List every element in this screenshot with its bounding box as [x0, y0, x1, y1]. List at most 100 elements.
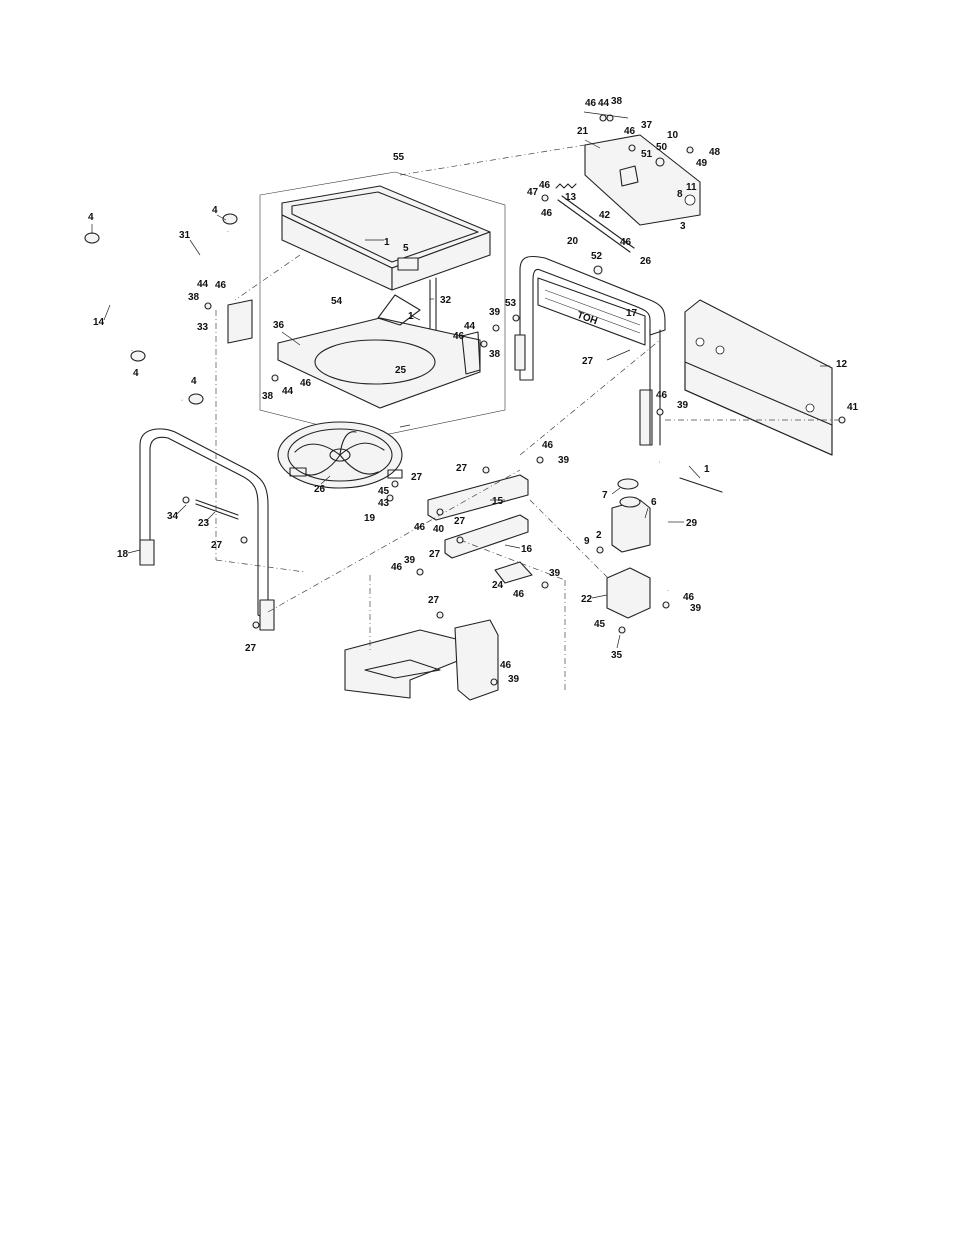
callout-44: 44 — [282, 386, 294, 397]
callout-39: 39 — [549, 568, 561, 579]
callout-15: 15 — [492, 496, 504, 507]
callout-46: 46 — [624, 126, 636, 137]
callout-18: 18 — [117, 549, 129, 560]
callout-39: 39 — [489, 307, 501, 318]
callout-4: 4 — [133, 368, 139, 379]
callout-22: 22 — [581, 594, 593, 605]
callout-39: 39 — [404, 555, 416, 566]
callout-33: 33 — [197, 322, 209, 333]
callout-46: 46 — [500, 660, 512, 671]
callout-45: 45 — [594, 619, 606, 630]
callout-46: 46 — [513, 589, 525, 600]
left-frame — [139, 428, 275, 631]
fan-shroud-plate — [277, 294, 481, 409]
callout-46: 46 — [414, 522, 426, 533]
radiator-core — [281, 185, 491, 336]
spring — [555, 183, 577, 189]
callout-4: 4 — [191, 376, 197, 387]
callout-27: 27 — [428, 595, 440, 606]
callout-47: 47 — [527, 187, 539, 198]
callout-45: 45 — [378, 486, 390, 497]
callout-38: 38 — [489, 349, 501, 360]
callout-12: 12 — [836, 359, 848, 370]
callout-27: 27 — [454, 516, 466, 527]
callout-14: 14 — [93, 317, 105, 328]
callout-27: 27 — [582, 356, 594, 367]
tie-rod — [195, 499, 239, 520]
callout-40: 40 — [433, 524, 445, 535]
callout-46: 46 — [300, 378, 312, 389]
callout-27: 27 — [411, 472, 423, 483]
callout-24: 24 — [492, 580, 504, 591]
callout-21: 21 — [577, 126, 589, 137]
callout-6: 6 — [651, 497, 657, 508]
leader-lines — [91, 111, 830, 649]
callout-4: 4 — [212, 205, 218, 216]
bracket-24 — [494, 561, 533, 584]
support-bracket-16 — [444, 514, 529, 559]
callout-labels: 46 44 38 37 21 46 10 50 51 48 49 47 46 1… — [88, 96, 859, 685]
cooling-fan — [277, 421, 403, 489]
callout-52: 52 — [591, 251, 603, 262]
hardware — [182, 114, 846, 686]
callout-1: 1 — [384, 237, 390, 248]
callout-17: 17 — [626, 308, 638, 319]
callout-46: 46 — [541, 208, 553, 219]
callout-46: 46 — [585, 98, 597, 109]
callout-19: 19 — [364, 513, 376, 524]
control-rod — [557, 195, 635, 253]
callout-36: 36 — [273, 320, 285, 331]
assembly-lines — [215, 144, 845, 690]
callout-2: 2 — [596, 530, 602, 541]
callout-38: 38 — [611, 96, 623, 107]
overflow-hose — [659, 460, 670, 591]
callout-51: 51 — [641, 149, 653, 160]
callout-46: 46 — [620, 237, 632, 248]
callout-27: 27 — [456, 463, 468, 474]
callout-7: 7 — [602, 490, 608, 501]
callout-46: 46 — [542, 440, 554, 451]
panel-lettering: TOH — [575, 310, 598, 327]
side-panel — [684, 299, 833, 456]
radiator-assembly-box — [259, 171, 506, 439]
callout-8: 8 — [677, 189, 683, 200]
callout-23: 23 — [198, 518, 210, 529]
callout-13: 13 — [565, 192, 577, 203]
callout-11: 11 — [686, 182, 697, 193]
callout-53: 53 — [505, 298, 517, 309]
callout-55: 55 — [393, 152, 405, 163]
callout-32: 32 — [440, 295, 452, 306]
callout-20: 20 — [567, 236, 579, 247]
lower-radiator-hose — [83, 241, 136, 351]
callout-43: 43 — [378, 498, 390, 509]
support-bracket-15 — [427, 474, 529, 521]
callout-44: 44 — [598, 98, 610, 109]
callout-25: 25 — [395, 365, 407, 376]
callout-54: 54 — [331, 296, 343, 307]
callout-29: 29 — [686, 518, 698, 529]
hose-bracket — [227, 299, 253, 344]
callout-46: 46 — [656, 390, 668, 401]
callout-44: 44 — [197, 279, 209, 290]
callout-50: 50 — [656, 142, 668, 153]
callout-48: 48 — [709, 147, 721, 158]
reservoir-bracket — [606, 567, 651, 619]
hose-clamps — [84, 213, 238, 405]
callout-4: 4 — [88, 212, 94, 223]
top-mount-plate — [584, 134, 701, 226]
base-mount — [344, 619, 499, 701]
callout-44: 44 — [464, 321, 476, 332]
callout-46: 46 — [539, 180, 551, 191]
reservoir-cap — [617, 478, 639, 490]
callout-39: 39 — [508, 674, 520, 685]
callout-37: 37 — [641, 120, 653, 131]
callout-27: 27 — [211, 540, 223, 551]
coolant-reservoir — [611, 496, 651, 553]
callout-10: 10 — [667, 130, 679, 141]
callout-46: 46 — [215, 280, 227, 291]
callout-35: 35 — [611, 650, 623, 661]
upper-radiator-hose — [156, 231, 232, 403]
callout-31: 31 — [179, 230, 191, 241]
callout-39: 39 — [677, 400, 689, 411]
